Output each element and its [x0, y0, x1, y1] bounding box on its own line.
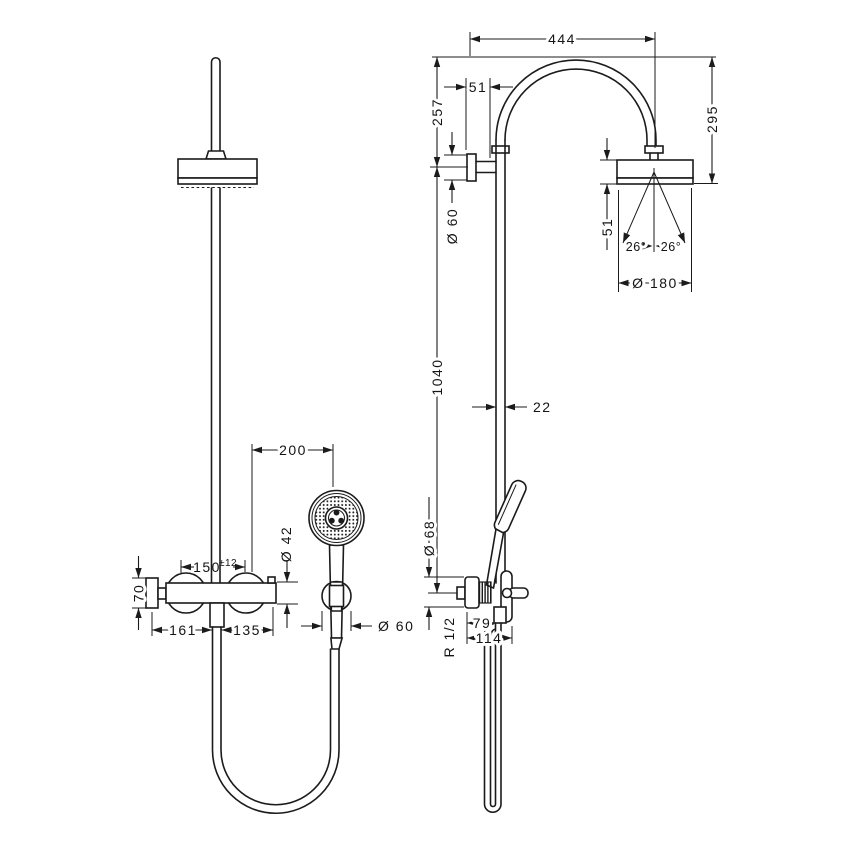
wall-flange-front	[145, 577, 159, 609]
overhead-shower-side	[616, 159, 694, 185]
dim-head-drop: 295	[704, 105, 720, 133]
dim-spray-angle-right: 26°	[661, 240, 681, 254]
thermostat-knob-side	[464, 576, 480, 609]
shower-hose-side	[483, 622, 502, 813]
dim-right-span: 135	[233, 622, 261, 638]
hose-outlet-side	[493, 606, 507, 624]
dim-arc-width: 444	[548, 31, 576, 47]
valve-body-front	[165, 582, 277, 604]
front-view: 200 Ø 42 70 150 ±12 161	[128, 56, 414, 815]
dim-arm-height: 257	[429, 98, 445, 126]
dim-holder-dia: Ø 60	[378, 618, 414, 634]
spray-cone: 26° 26°	[622, 168, 686, 257]
dim-outlet-span: 79	[473, 615, 492, 631]
dim-thread: R 1/2	[441, 617, 457, 658]
dim-wall-offset: 51	[469, 79, 488, 95]
hand-shower-front	[308, 489, 365, 650]
valve-button	[267, 576, 276, 584]
dim-riser-height: 1040	[429, 358, 445, 395]
dim-inlet-tolerance: ±12	[219, 558, 237, 569]
dim-pipe-dia: 22	[533, 399, 552, 415]
dim-head-height: 51	[599, 218, 615, 237]
dim-spray-angle-left: 26°	[626, 240, 646, 254]
dim-bracket-dia: Ø 60	[444, 208, 460, 244]
hose-adapter	[330, 637, 344, 650]
thread-stem	[456, 586, 466, 600]
side-dimensions: 444 51 257 1040 Ø 60 295	[418, 28, 723, 658]
dim-valve-dia: Ø 68	[421, 520, 437, 556]
dim-flange-height: 70	[131, 584, 147, 603]
overhead-shower-front	[177, 150, 258, 188]
wall-bracket-side	[466, 153, 497, 182]
dim-head-dia: Ø 180	[632, 275, 678, 291]
riser-pipe-front	[210, 56, 221, 584]
dim-hand-offset: 200	[279, 442, 307, 458]
hose-outlet-front	[209, 602, 225, 628]
shower-arm-arc	[491, 59, 664, 161]
shower-hose-front	[211, 626, 340, 815]
hand-shower-holder-front	[321, 580, 352, 612]
dim-handle-dia: Ø 42	[278, 526, 294, 562]
dim-inlet-spacing: 150	[193, 559, 221, 575]
front-dimensions: 200 Ø 42 70 150 ±12 161	[128, 439, 414, 641]
dim-left-span: 161	[169, 622, 197, 638]
hand-shower-side	[485, 479, 527, 590]
thermostat-valve-front	[145, 572, 277, 628]
thermostat-valve-side	[456, 570, 529, 624]
side-view: 26° 26°	[418, 28, 723, 813]
grip-ring	[478, 581, 492, 604]
dim-total-depth: 114	[476, 630, 503, 646]
